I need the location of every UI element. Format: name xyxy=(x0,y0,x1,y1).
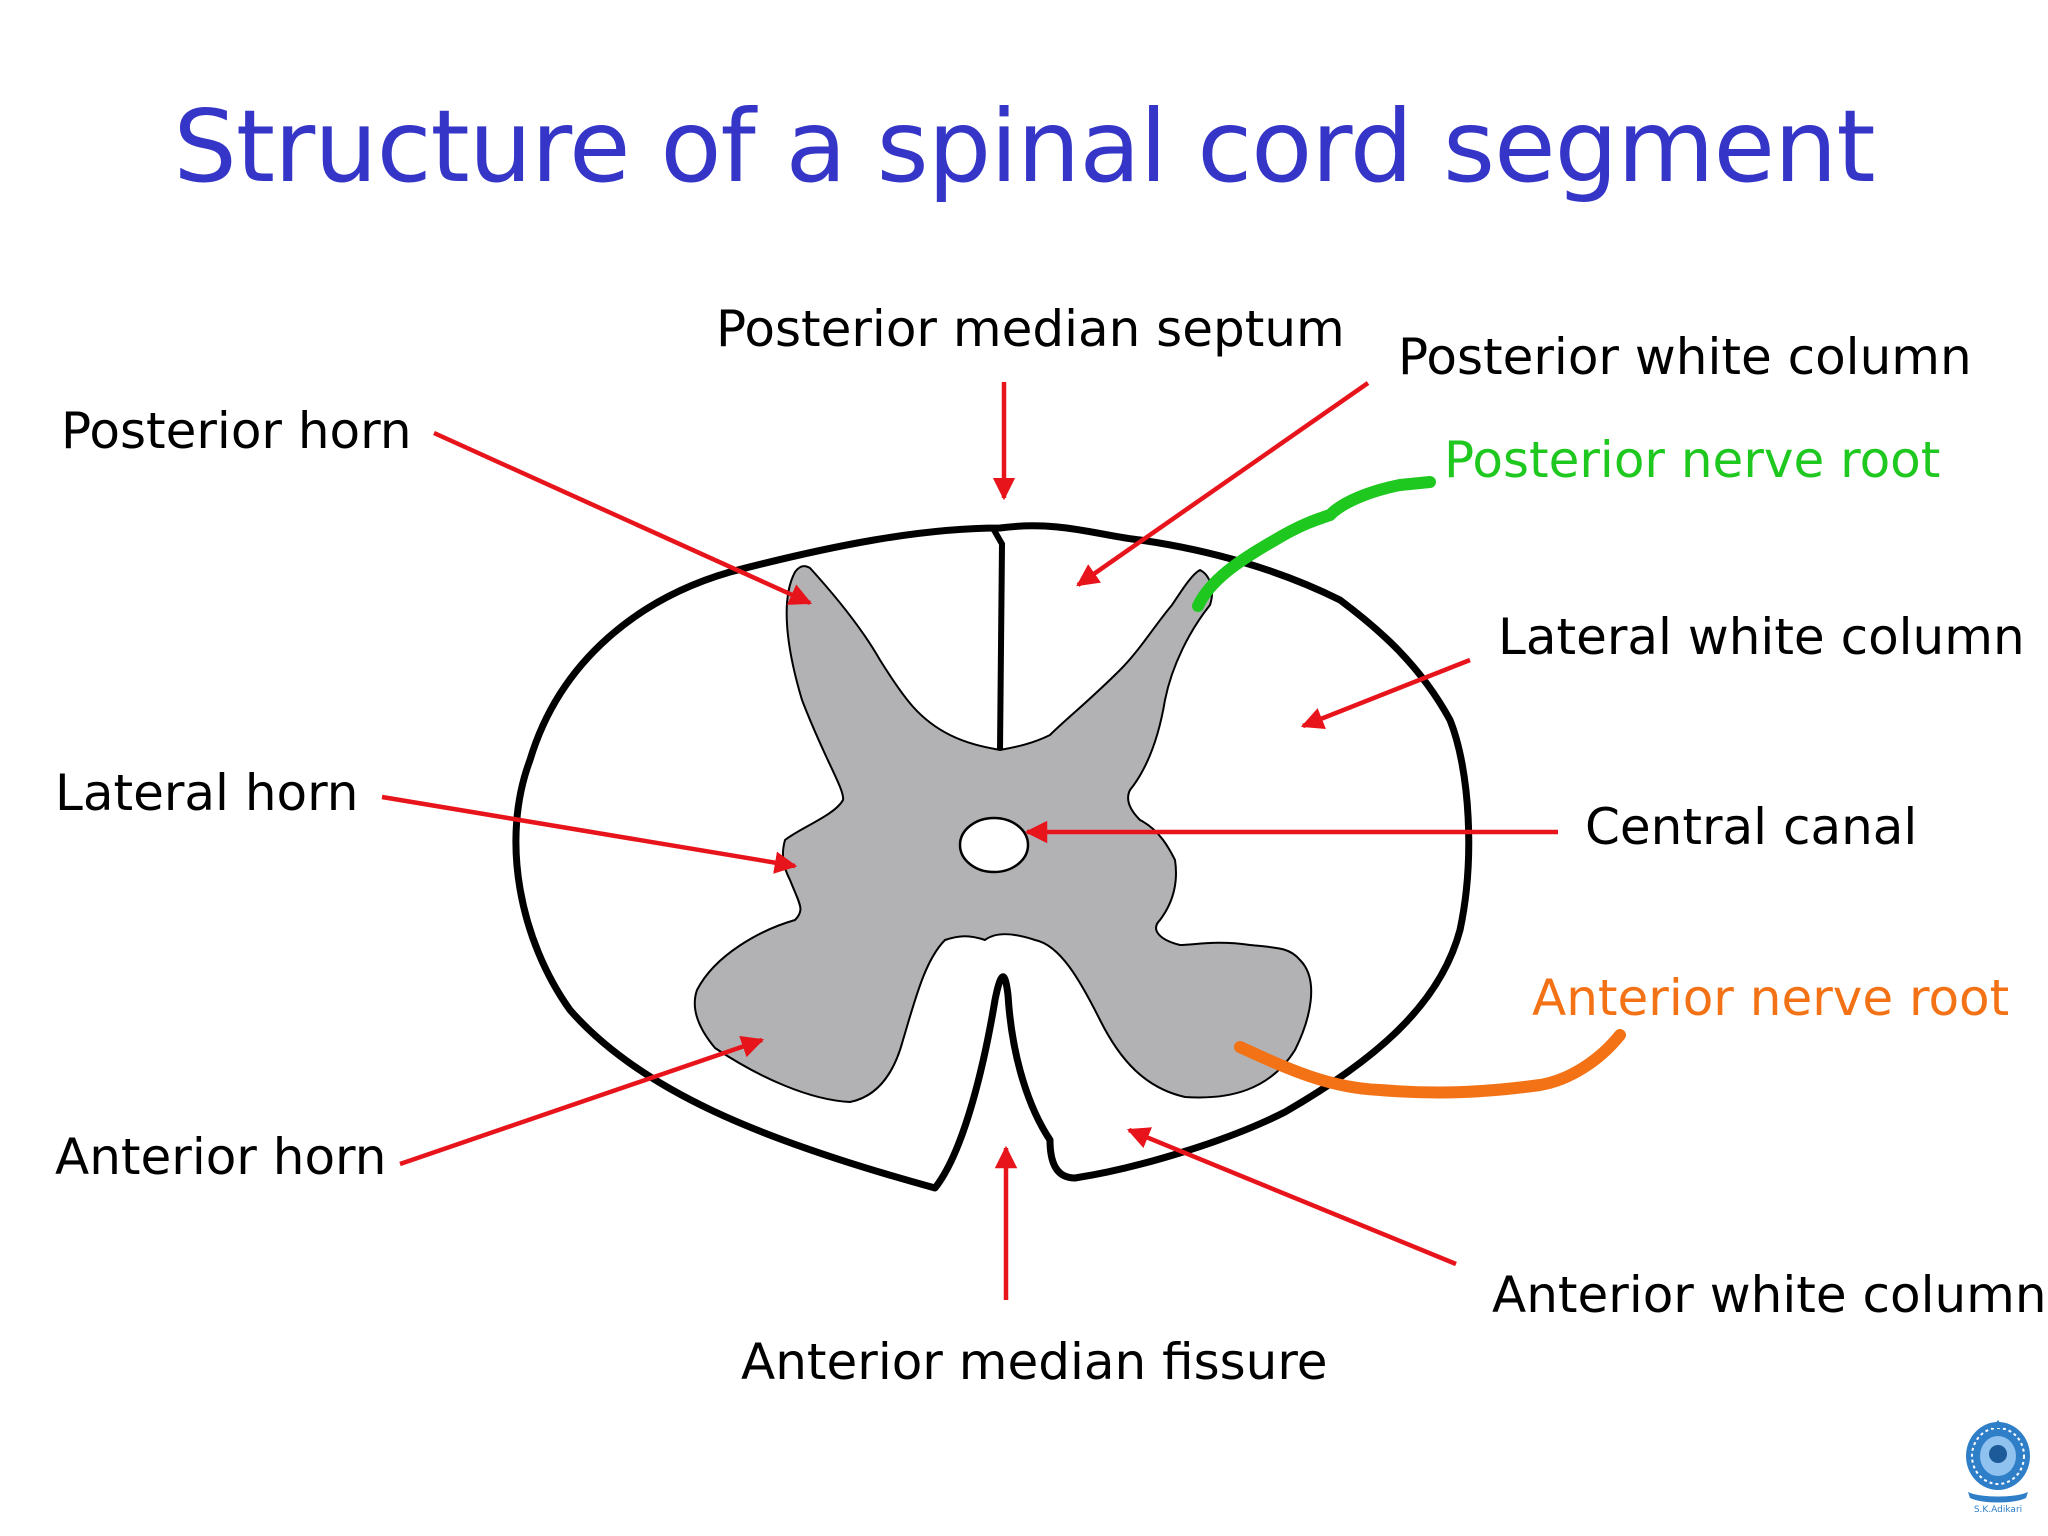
posterior-nerve-root-line xyxy=(1192,476,1436,612)
label-central-canal: Central canal xyxy=(1585,798,1918,856)
posterior-median-septum-line xyxy=(991,528,1006,751)
logo-caption: S.K.Adikari xyxy=(1973,1505,2023,1515)
label-anterior-horn: Anterior horn xyxy=(55,1128,387,1186)
label-lateral-horn: Lateral horn xyxy=(55,764,359,822)
lateral-horn-arrow xyxy=(381,794,798,874)
label-anterior-median-fissure: Anterior median fissure xyxy=(741,1333,1328,1391)
label-lateral-white-column: Lateral white column xyxy=(1498,608,2025,666)
slide-title: Structure of a spinal cord segment xyxy=(173,88,1875,205)
anterior-horn-arrow xyxy=(399,1035,765,1167)
label-anterior-nerve-root: Anterior nerve root xyxy=(1532,969,2010,1027)
label-posterior-nerve-root: Posterior nerve root xyxy=(1444,431,1941,489)
anterior-white-column-arrow xyxy=(1126,1127,1457,1267)
label-anterior-white-column: Anterior white column xyxy=(1492,1266,2047,1324)
anterior-nerve-root-line xyxy=(1234,1029,1626,1099)
central-canal-shape xyxy=(958,816,1030,874)
university-seal-icon xyxy=(1966,1420,2030,1503)
posterior-horn-arrow xyxy=(433,430,813,606)
label-posterior-white-column: Posterior white column xyxy=(1398,328,1972,386)
pointer-arrows xyxy=(381,381,1558,1300)
label-posterior-median-septum: Posterior median septum xyxy=(716,300,1345,358)
posterior-white-column-arrow xyxy=(1076,381,1370,587)
lateral-white-column-arrow xyxy=(1300,657,1471,730)
label-posterior-horn: Posterior horn xyxy=(61,402,412,460)
